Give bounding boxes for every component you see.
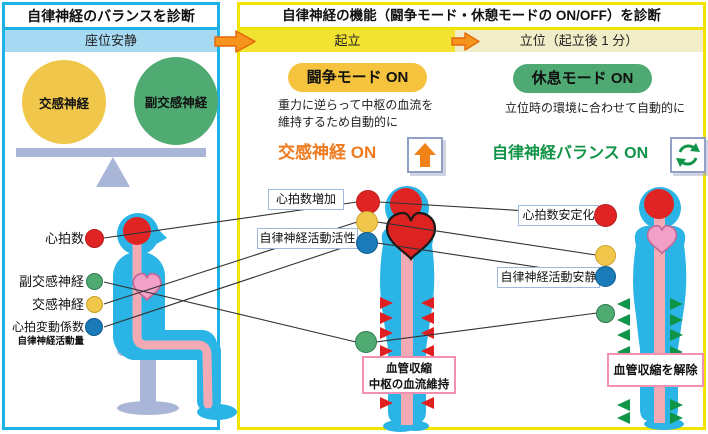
annotation-autonomic-calm: 自律神経活動安静: [497, 267, 600, 288]
annotation-heart-rate-increase: 心拍数増加: [268, 189, 344, 210]
brain-circle: [644, 189, 674, 219]
vasodilation-arrows: [617, 298, 683, 424]
balance-fulcrum: [96, 157, 130, 187]
sympathetic-on-label: 交感神経 ON: [278, 143, 377, 162]
artery-line: [654, 195, 665, 423]
parasympathetic-dot-standing: [596, 304, 615, 323]
heart-rate-dot: [85, 229, 104, 248]
standing-description: 立位時の環境に合わせて自動的に: [504, 101, 685, 115]
stand-description-line1: 重力に逆らって中枢の血流を: [278, 98, 434, 112]
rest-mode-badge: 休息モード ON: [513, 64, 652, 93]
metric-label-heart-rate: 心拍数: [44, 231, 84, 246]
heart-rate-dot-standing: [594, 204, 617, 227]
parasympathetic-dot: [86, 273, 103, 290]
stand-phase-label: 起立: [240, 30, 455, 52]
stool-pillar: [140, 348, 156, 405]
balance-beam: [16, 148, 206, 157]
parasympathetic-circle: 副交感神経: [134, 57, 218, 145]
metric-label-parasympathetic: 副交感神経: [18, 274, 84, 289]
right-panel-title: 自律神経の機能（闘争モード・休憩モードの ON/OFF）を診断: [240, 5, 703, 30]
hrv-dot-standing: [595, 266, 616, 287]
up-arrow-icon: [414, 143, 436, 167]
vasoconstriction-release-note: 血管収縮を解除: [607, 353, 704, 387]
sympathetic-dot: [86, 296, 103, 313]
stand-description-line2: 維持するため自動的に: [278, 115, 399, 129]
annotation-autonomic-active: 自律神経活動活性: [257, 228, 358, 249]
refresh-box: [670, 137, 706, 173]
sympathetic-circle: 交感神経: [22, 60, 106, 144]
seated-body: [113, 213, 237, 420]
autonomic-balance-on-label: 自律神経バランス ON: [492, 145, 649, 162]
stool-base: [117, 401, 179, 415]
sympathetic-dot-standing: [595, 245, 616, 266]
left-panel-title: 自律神経のバランスを診断: [5, 5, 217, 30]
seated-person-figure: [113, 213, 237, 420]
hrv-dot-stand: [356, 232, 378, 254]
seated-phase-label: 座位安静: [5, 30, 217, 52]
brain-circle: [123, 217, 151, 245]
metric-label-hrv: 心拍変動係数: [11, 320, 84, 334]
vessel-note-line1: 血管収縮: [386, 363, 432, 375]
metric-sublabel-autonomic-activity: 自律神経活動量: [17, 336, 84, 347]
vessel-note-line2: 中枢の血流維持: [368, 379, 450, 391]
up-arrow-box: [407, 137, 443, 173]
vasoconstriction-note: 血管収縮 中枢の血流維持: [362, 356, 456, 394]
hrv-dot: [85, 318, 103, 336]
parasympathetic-dot-stand: [355, 331, 377, 353]
fight-mode-badge: 闘争モード ON: [288, 63, 427, 92]
standing-phase-label: 立位（起立後 1 分）: [455, 30, 703, 52]
sympathetic-dot-stand: [356, 211, 378, 233]
heart-icon: [646, 225, 678, 255]
refresh-icon: [676, 143, 700, 167]
metric-label-sympathetic: 交感神経: [31, 297, 84, 312]
flow-arrow-icon: [451, 32, 480, 51]
flow-arrow-icon: [214, 30, 256, 53]
standing-person-figure: [617, 187, 687, 430]
annotation-heart-rate-stabilized: 心拍数安定化: [518, 205, 599, 226]
